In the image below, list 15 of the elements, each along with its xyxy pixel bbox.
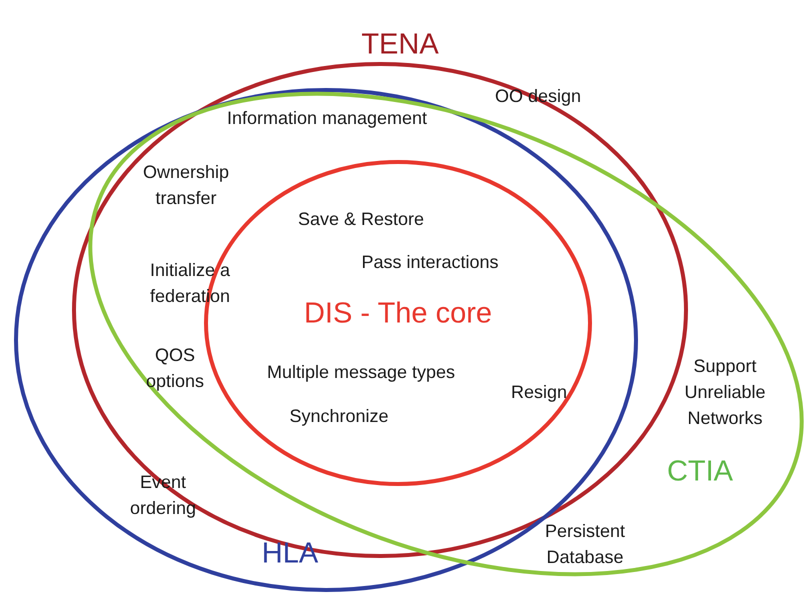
feature-label: Persistent Database (544, 520, 626, 569)
feature-label: Resign (510, 381, 568, 404)
set-title: TENA (361, 28, 439, 62)
feature-label: Save & Restore (296, 208, 426, 231)
feature-label: Multiple message types (266, 361, 456, 384)
feature-label: Pass interactions (360, 251, 500, 274)
feature-label: OO design (494, 85, 582, 108)
set-title: HLA (262, 538, 318, 570)
set-title: DIS - The core (304, 298, 492, 330)
feature-label: Ownership transfer (142, 161, 230, 210)
feature-label: Information management (226, 107, 428, 130)
feature-label: QOS options (144, 344, 206, 393)
feature-label: Synchronize (288, 405, 390, 428)
feature-label: Support Unreliable Networks (683, 355, 767, 430)
set-title: CTIA (666, 456, 734, 488)
